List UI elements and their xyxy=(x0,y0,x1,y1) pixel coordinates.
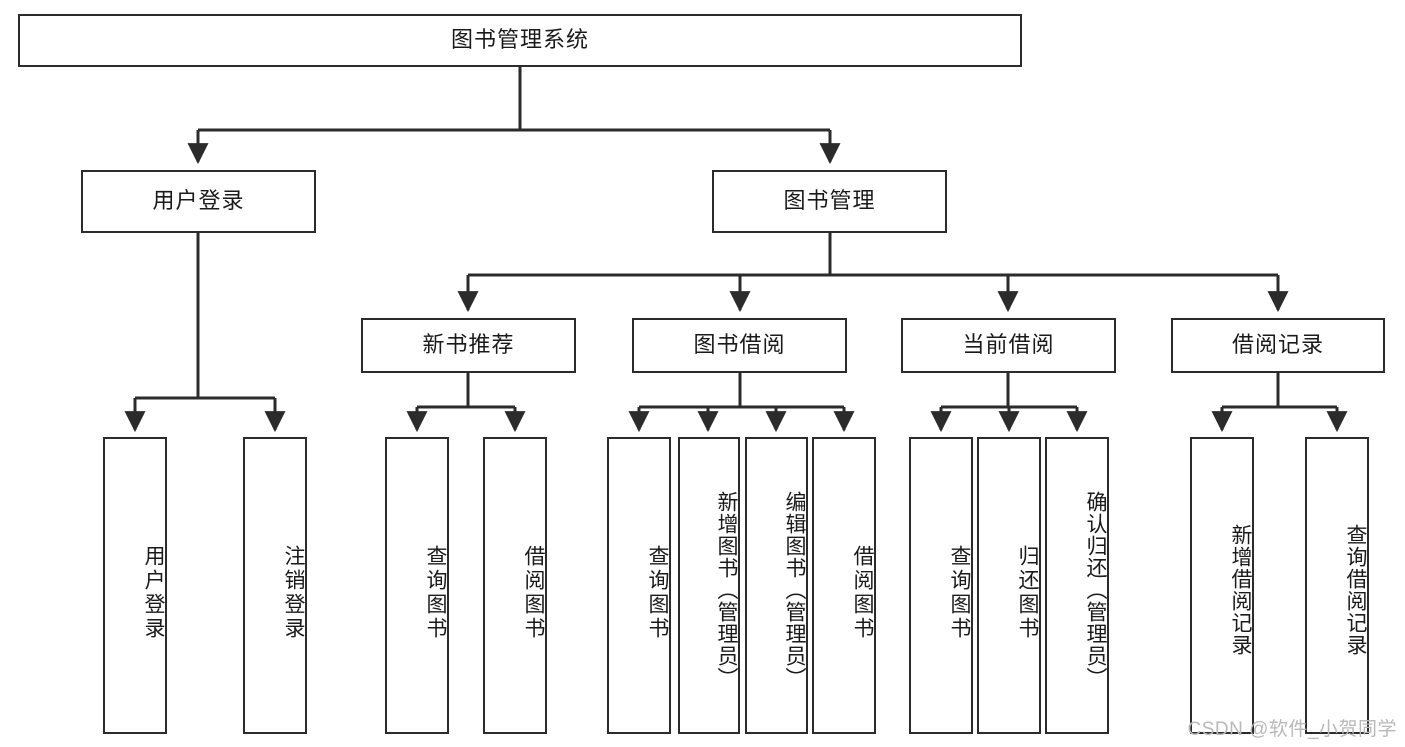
node-book-borrow[interactable]: 图书借阅 xyxy=(632,318,847,373)
node-book-management[interactable]: 图书管理 xyxy=(712,170,947,233)
leaf-confirm-return-admin[interactable]: 确认归还（管理员） xyxy=(1045,437,1109,734)
node-user-login[interactable]: 用户登录 xyxy=(81,170,316,233)
leaf-borrow-book-recommend[interactable]: 借阅图书 xyxy=(483,437,547,734)
leaf-query-book-borrow[interactable]: 查询图书 xyxy=(607,437,671,734)
leaf-logout-login[interactable]: 注销登录 xyxy=(243,437,307,734)
leaf-query-borrow-record[interactable]: 查询借阅记录 xyxy=(1305,437,1369,734)
leaf-user-login[interactable]: 用户登录 xyxy=(103,437,167,734)
leaf-add-book-admin[interactable]: 新增图书（管理员） xyxy=(678,437,740,734)
node-new-book-recommend[interactable]: 新书推荐 xyxy=(361,318,576,373)
watermark: CSDN @软件_小贺同学 xyxy=(1187,719,1397,740)
node-current-borrow[interactable]: 当前借阅 xyxy=(901,318,1116,373)
node-borrow-record[interactable]: 借阅记录 xyxy=(1171,318,1385,373)
leaf-edit-book-admin[interactable]: 编辑图书（管理员） xyxy=(745,437,808,734)
leaf-query-book-current[interactable]: 查询图书 xyxy=(909,437,973,734)
node-root[interactable]: 图书管理系统 xyxy=(18,14,1022,67)
leaf-borrow-book[interactable]: 借阅图书 xyxy=(812,437,876,734)
leaf-return-book[interactable]: 归还图书 xyxy=(977,437,1041,734)
leaf-add-borrow-record[interactable]: 新增借阅记录 xyxy=(1190,437,1254,734)
leaf-query-book-recommend[interactable]: 查询图书 xyxy=(385,437,449,734)
